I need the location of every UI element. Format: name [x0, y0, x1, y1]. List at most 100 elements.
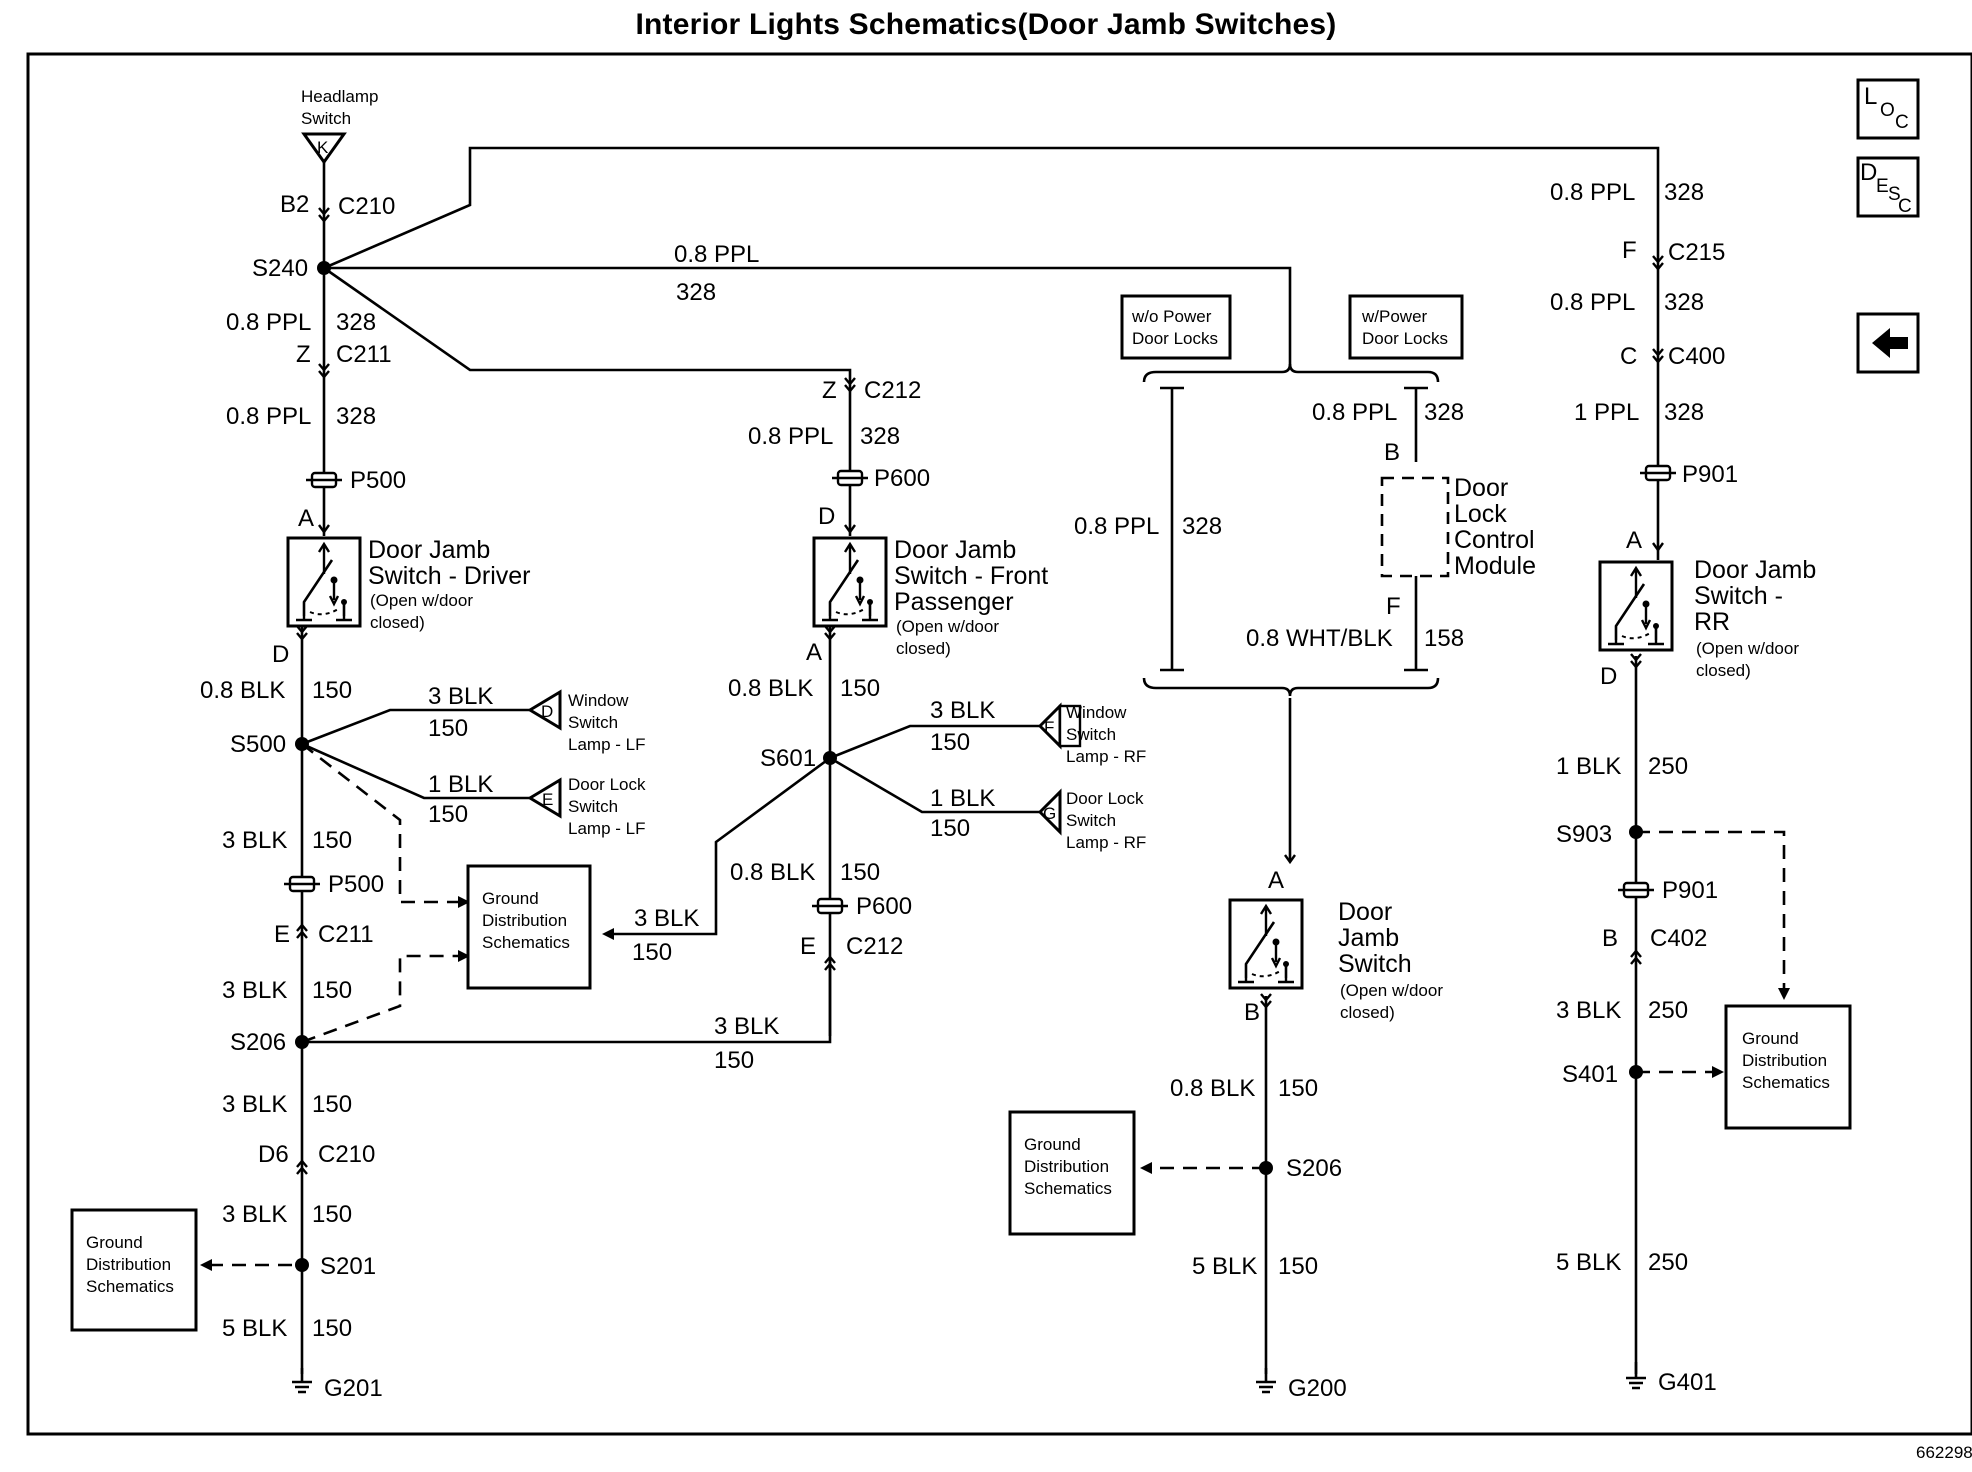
svg-text:S: S [1888, 184, 1901, 205]
circuit-1: 328 [336, 309, 376, 336]
arrow-heads [200, 896, 1790, 1271]
dlcm-label-3: Control [1454, 526, 1535, 554]
conn-p500-bot: P500 [328, 871, 384, 898]
door-jamb-switch-rr: Door Jamb Switch - RR (Open w/door close… [1598, 556, 1816, 680]
location-view-icon[interactable]: L O C [1856, 78, 1920, 140]
opt-no-pl-2: Door Locks [1132, 329, 1218, 348]
pin-z-1: Z [296, 341, 311, 368]
center-switch-note-2: closed) [1340, 1003, 1395, 1022]
pin-z-2: Z [822, 377, 837, 404]
ground-distribution-box-3[interactable]: Ground Distribution Schematics [1008, 1110, 1136, 1236]
splice-s500: S500 [230, 731, 286, 758]
headlamp-pin: K [317, 138, 329, 157]
ground-distribution-box-4[interactable]: Ground Distribution Schematics [1724, 1004, 1852, 1130]
wire-blk-17: 1 BLK [1556, 753, 1621, 780]
front-switch-label-3: Passenger [894, 588, 1014, 616]
pin-f-rr: F [1622, 237, 1637, 264]
ground-g401: G401 [1658, 1369, 1717, 1396]
wire-color-2: 0.8 PPL [226, 403, 311, 430]
gd4-l1: Ground [1742, 1029, 1799, 1048]
circuit-150-11: 150 [930, 815, 970, 842]
circuit-150-2: 150 [428, 715, 468, 742]
conn-c211-bot: C211 [318, 921, 374, 948]
pin-d6: D6 [258, 1141, 289, 1168]
doorlock-lf-label-3: Lamp - LF [568, 819, 645, 838]
wire-blk-6: 3 BLK [222, 1091, 287, 1118]
splice-s201: S201 [320, 1253, 376, 1280]
conn-p901-top: P901 [1682, 461, 1738, 488]
doorlock-lf-label-1: Door Lock [568, 775, 646, 794]
driver-switch-note-1: (Open w/door [370, 591, 473, 610]
conn-c211-top: C211 [336, 341, 392, 368]
center-switch-label-3: Switch [1338, 950, 1412, 978]
svg-text:L: L [1864, 83, 1877, 110]
circuit-158: 158 [1424, 625, 1464, 652]
lamp-pin-d: D [541, 702, 553, 721]
svg-text:C: C [1898, 196, 1912, 217]
gd4-l3: Schematics [1742, 1073, 1830, 1092]
splice-s240: S240 [252, 255, 308, 282]
wire-blk-14: 3 BLK [714, 1013, 779, 1040]
circuit-mid: 328 [676, 279, 716, 306]
gd1-l2: Distribution [482, 911, 567, 930]
pin-b2: B2 [280, 191, 309, 218]
description-view-icon[interactable]: D E S C [1856, 156, 1920, 218]
ground-symbols [290, 1362, 1648, 1394]
dlcm-label-1: Door [1454, 474, 1508, 502]
conn-c210-bot: C210 [318, 1141, 375, 1168]
wire-blk-12: 0.8 BLK [730, 859, 815, 886]
circuit-150-7: 150 [312, 1201, 352, 1228]
pin-a-center: A [1268, 867, 1284, 894]
ground-distribution-box-1[interactable]: Ground Distribution Schematics [466, 864, 592, 990]
gd4-l2: Distribution [1742, 1051, 1827, 1070]
window-lf-label-3: Lamp - LF [568, 735, 645, 754]
option-power-locks: w/Power Door Locks [1348, 294, 1464, 360]
wire-color-1: 0.8 PPL [226, 309, 311, 336]
splice-s601: S601 [760, 745, 816, 772]
window-lf-label-1: Window [568, 691, 629, 710]
circuit-150-15: 150 [1278, 1075, 1318, 1102]
wire-blk-10: 3 BLK [930, 697, 995, 724]
wire-blk-7: 3 BLK [222, 1201, 287, 1228]
circuit-150-3: 150 [428, 801, 468, 828]
splice-s903: S903 [1556, 821, 1612, 848]
pin-e-driver: E [274, 921, 290, 948]
doorlock-lf-label-2: Switch [568, 797, 618, 816]
wire-blk-1: 0.8 BLK [200, 677, 285, 704]
circuit-3: 328 [860, 423, 900, 450]
door-jamb-switch-center: Door Jamb Switch (Open w/door closed) [1228, 898, 1443, 1022]
gd1-l3: Schematics [482, 933, 570, 952]
figure-number: 662298 [1916, 1443, 1972, 1462]
pin-b-center: B [1244, 999, 1260, 1026]
circuit-250-2: 250 [1648, 997, 1688, 1024]
front-switch-note-1: (Open w/door [896, 617, 999, 636]
circuit-150-1: 150 [312, 677, 352, 704]
wire-color-4: 0.8 PPL [1074, 513, 1159, 540]
center-switch-label-2: Jamb [1338, 924, 1399, 952]
wire-color-3: 0.8 PPL [748, 423, 833, 450]
opt-pl-2: Door Locks [1362, 329, 1448, 348]
center-switch-label-1: Door [1338, 898, 1392, 926]
back-arrow-icon[interactable] [1856, 312, 1920, 374]
wire-blk-4: 3 BLK [222, 827, 287, 854]
conn-p600-top: P600 [874, 465, 930, 492]
wire-blk-3: 1 BLK [428, 771, 493, 798]
pin-f-dlcm: F [1386, 593, 1401, 620]
headlamp-switch: Headlamp Switch K [301, 87, 379, 165]
circuit-150-4: 150 [312, 827, 352, 854]
door-lock-control-module: Door Lock Control Module [1380, 474, 1536, 580]
circuit-150-6: 150 [312, 1091, 352, 1118]
doorlock-rf-label-1: Door Lock [1066, 789, 1144, 808]
ground-distribution-box-2[interactable]: Ground Distribution Schematics [70, 1208, 198, 1332]
lamp-window-switch-rf: F Window Switch Lamp - RF [1037, 702, 1146, 766]
lamp-door-lock-switch-rf: G Door Lock Switch Lamp - RF [1037, 788, 1146, 852]
diagram-border [26, 52, 1972, 1436]
page-title: Interior Lights Schematics(Door Jamb Swi… [635, 8, 1337, 41]
rr-switch-label-2: Switch - [1694, 582, 1783, 610]
conn-c402: C402 [1650, 925, 1707, 952]
circuit-150-8: 150 [312, 1315, 352, 1342]
splice-s206-left: S206 [230, 1029, 286, 1056]
front-switch-label-2: Switch - Front [894, 562, 1048, 590]
wire-color-8: 1 PPL [1574, 399, 1639, 426]
